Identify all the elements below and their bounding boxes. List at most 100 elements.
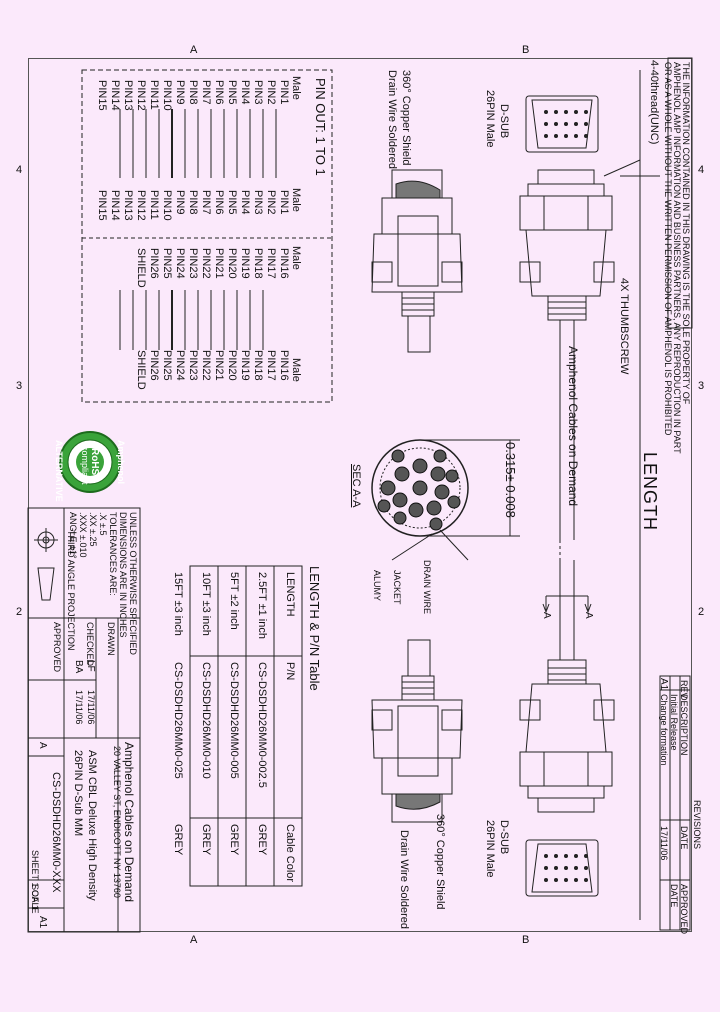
pn-table-cell: CS-DSDHD26MM0-002.5 bbox=[256, 662, 268, 788]
zone-number-right-3: 3 bbox=[698, 380, 705, 392]
tolerance-line2: DIMENSIONS ARE IN INCHES bbox=[118, 512, 128, 638]
projection-label: THIRD ANGLE PROJECTION bbox=[66, 530, 76, 651]
rev-drawn-label: DATE bbox=[669, 884, 679, 908]
drawing-frame bbox=[28, 58, 692, 932]
dsub-face-top bbox=[525, 95, 599, 153]
section-cut-a-right: A bbox=[583, 612, 594, 619]
rev-description: Initial Release bbox=[669, 694, 679, 751]
pin-label: PIN15 bbox=[96, 190, 108, 221]
pin-label: PIN20 bbox=[226, 350, 238, 381]
pn-table-cell: CS-DSDHD26MM0-005 bbox=[228, 662, 240, 779]
pin-label: PIN6 bbox=[213, 190, 225, 215]
cable-cross-section bbox=[371, 439, 520, 537]
pin-label: PIN11 bbox=[148, 190, 160, 220]
pin-label: PIN14 bbox=[109, 190, 121, 221]
pin-label: PIN23 bbox=[187, 350, 199, 381]
pin-label: PIN5 bbox=[226, 80, 238, 105]
drawn-label: DRAWN bbox=[106, 622, 116, 656]
rev-date: 17/11/06 bbox=[659, 826, 669, 861]
pin-label: PIN24 bbox=[174, 248, 186, 279]
pn-table-cell: GREY bbox=[200, 824, 212, 856]
pin-label: PIN8 bbox=[187, 190, 199, 215]
zone-number-right-2: 2 bbox=[698, 606, 705, 618]
dsub-top-desc: 26PIN Male bbox=[484, 90, 496, 148]
pin-label: PIN22 bbox=[200, 350, 212, 381]
header-note: THE INFORMATION CONTAINED IN THIS DRAWIN… bbox=[663, 62, 691, 454]
zone-number-right-4: 4 bbox=[698, 164, 705, 176]
pin-label: PIN6 bbox=[213, 80, 225, 105]
pinout-male-right-2: Male bbox=[290, 358, 302, 382]
pn-table-cell: GREY bbox=[256, 824, 268, 856]
pin-label: PIN8 bbox=[187, 80, 199, 105]
title-rev-value: A1 bbox=[37, 916, 48, 929]
drain-wire-label: DRAIN WIRE bbox=[422, 560, 432, 614]
pn-table-cell: GREY bbox=[172, 824, 184, 856]
checked-date: 17/11/06 bbox=[74, 690, 84, 725]
alum-label: ALUMY bbox=[372, 570, 382, 602]
revision-block-grid bbox=[659, 675, 691, 931]
pin-label: PIN3 bbox=[252, 80, 264, 105]
zone-letter-top-a: A bbox=[190, 44, 198, 56]
rev-value: A1 bbox=[658, 678, 669, 691]
rohs-sub-text: compliant bbox=[80, 446, 90, 485]
section-dimension: 0.315± 0.008 bbox=[503, 442, 518, 518]
pin-label: PIN26 bbox=[148, 248, 160, 279]
copper-shield-bottom: 360° Copper Shield bbox=[434, 814, 446, 910]
tol-x-value: ±.5 bbox=[98, 523, 108, 536]
desc-line2: 26PIN D-Sub MM bbox=[72, 750, 84, 837]
section-title: SEC A-A bbox=[350, 464, 362, 508]
pin-label: PIN10 bbox=[161, 190, 173, 221]
pin-label: PIN19 bbox=[239, 248, 251, 279]
rev-revisions-label: REVISIONS bbox=[692, 800, 702, 850]
company-name: Amphenol Cables on Demand bbox=[122, 742, 136, 903]
dsub-top-name: D-SUB bbox=[498, 104, 510, 139]
pin-label: PIN2 bbox=[265, 190, 277, 215]
pn-table-header: LENGTH bbox=[284, 572, 296, 617]
rohs-top-text: Amphenol bbox=[116, 440, 126, 484]
dsub-bottom-desc: 26PIN Male bbox=[484, 820, 496, 878]
title-block-grid bbox=[27, 507, 141, 933]
pin-label: PIN17 bbox=[265, 350, 277, 381]
connector-top-left bbox=[371, 169, 463, 353]
pin-label: PIN12 bbox=[135, 80, 147, 111]
tol-x-label: .X bbox=[98, 512, 108, 521]
pn-table-cell: GREY bbox=[228, 824, 240, 856]
section-cut-a-left: A bbox=[541, 612, 552, 619]
pin-label: PIN13 bbox=[122, 190, 134, 221]
dsub-bottom-name: D-SUB bbox=[498, 820, 510, 855]
zone-number-left-2: 2 bbox=[16, 606, 23, 618]
pn-table-title: LENGTH & P/N Table bbox=[307, 566, 322, 691]
pn-table-cell: 2.5FT ±1 inch bbox=[256, 572, 268, 639]
drawn-date: 17/11/06 bbox=[86, 690, 96, 725]
pin-label: PIN22 bbox=[200, 248, 212, 279]
pin-label: PIN16 bbox=[278, 248, 290, 279]
pn-table-header: P/N bbox=[284, 662, 296, 681]
zone-letter-top-b: B bbox=[522, 44, 530, 56]
header-note-line3: OR AS A WHOLE WITHOUT THE WRITTEN PERMIS… bbox=[663, 62, 673, 436]
pinout-title: PIN OUT: 1 TO 1 bbox=[313, 78, 328, 176]
pin-label: PIN11 bbox=[148, 80, 160, 110]
pin-label: PIN4 bbox=[239, 80, 251, 105]
checked-by: BA bbox=[73, 660, 84, 674]
pin-label: PIN18 bbox=[252, 248, 264, 279]
zone-number-left-3: 3 bbox=[16, 380, 23, 392]
zone-letter-bottom-b: B bbox=[522, 934, 530, 946]
pin-label: PIN9 bbox=[174, 190, 186, 215]
rohs-bottom-text: ALTERNATIVE bbox=[54, 440, 64, 502]
pin-label: PIN7 bbox=[200, 190, 212, 215]
pin-label: PIN7 bbox=[200, 80, 212, 105]
copper-shield-top: 360° Copper Shield bbox=[400, 70, 412, 166]
pin-label: PIN16 bbox=[278, 350, 290, 381]
part-number: CS-DSDHD26MM0-XXX bbox=[50, 772, 62, 893]
pin-label: PIN20 bbox=[226, 248, 238, 279]
pin-label: PIN12 bbox=[135, 190, 147, 221]
desc-line1: ASM CBL Deluxe High Density bbox=[86, 750, 98, 901]
dsub-face-bottom bbox=[525, 839, 599, 897]
pin-label: PIN26 bbox=[148, 350, 160, 381]
pin-label: SHIELD bbox=[135, 350, 147, 390]
drawn-by: LF bbox=[85, 660, 96, 672]
approved-label: APPROVED bbox=[52, 622, 62, 673]
tol-xx-value: ±.25 bbox=[88, 529, 98, 547]
pin-label: PIN9 bbox=[174, 80, 186, 105]
rev-change: Change formation bbox=[659, 694, 669, 766]
